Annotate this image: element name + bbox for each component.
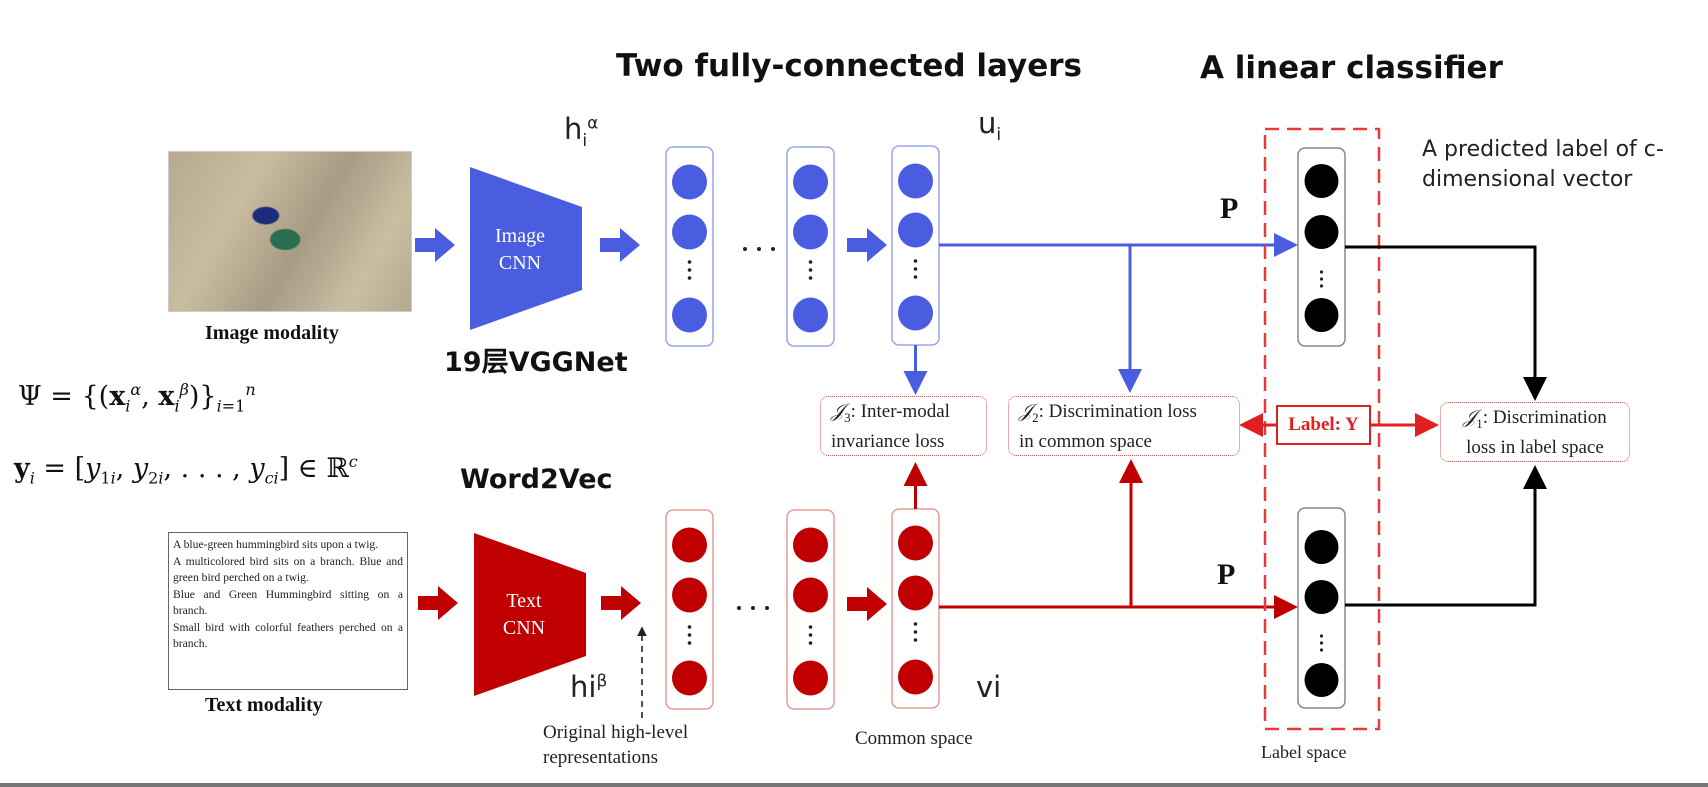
label-vector-formula: yi = [y1i, y2i, . . . , yci] ∈ ℝc <box>14 452 358 488</box>
projection-p-bottom: P <box>1217 558 1236 591</box>
image-cnn-line2: CNN <box>498 252 542 274</box>
h-alpha-sup: α <box>587 113 599 134</box>
fc-layer-2-text <box>786 509 835 710</box>
text-cnn-trapezoid <box>474 533 586 696</box>
bottom-border <box>0 783 1708 787</box>
sentence: Small bird with colorful feathers perche… <box>173 620 403 651</box>
fc-layers-title: Two fully-connected layers <box>616 48 1082 84</box>
original-representations-label: Original high-level representations <box>543 720 688 770</box>
predicted-label-line2: dimensional vector <box>1422 167 1633 192</box>
j3-symbol: 𝒥 <box>831 401 845 422</box>
text-cnn-line1: Text <box>506 590 542 612</box>
j3-line1: : Inter-modal <box>850 401 950 422</box>
j3-sub: 3 <box>844 409 851 425</box>
label-space <box>1239 127 1547 731</box>
j1-discrimination-label-loss: 𝒥1: Discrimination loss in label space <box>1440 402 1630 462</box>
j2-line1: : Discrimination loss <box>1038 401 1197 422</box>
sentence: A blue-green hummingbird sits upon a twi… <box>173 538 379 551</box>
predicted-label-line1: A predicted label of c- <box>1422 137 1664 162</box>
text-modality-caption: Text modality <box>205 694 323 716</box>
text-sentences-box: A blue-green hummingbird sits upon a twi… <box>168 532 408 690</box>
common-space-label: Common space <box>855 728 973 749</box>
j1-sub: 1 <box>1476 415 1483 431</box>
linear-classifier-title: A linear classifier <box>1200 50 1503 86</box>
v-i-label: vi <box>976 670 1002 704</box>
arrow-fc2-to-common <box>847 228 887 262</box>
image-cnn-label: Image CNN <box>490 223 550 277</box>
original-repr-line2: representations <box>543 747 659 768</box>
hummingbird-photo <box>168 151 412 312</box>
classifier-output-text <box>1297 507 1346 709</box>
arrow-bottom-output-to-j1 <box>1345 465 1547 607</box>
dataset-formula: Ψ = {(xiα, xiβ)}i=1n <box>18 380 256 416</box>
j2-sub: 2 <box>1032 409 1039 425</box>
word2vec-label: Word2Vec <box>460 464 613 495</box>
j3-line2: invariance loss <box>831 430 945 452</box>
j1-symbol: 𝒥 <box>1463 407 1477 428</box>
j1-line1: : Discrimination <box>1482 407 1607 428</box>
ellipsis-top <box>743 247 775 251</box>
text-cnn-line2: CNN <box>502 617 546 639</box>
j2-discrimination-common-loss: 𝒥2: Discrimination loss in common space <box>1008 396 1240 456</box>
common-layer-text <box>891 508 940 709</box>
ellipsis-bottom <box>737 606 769 610</box>
arrow-fc2-to-common-text <box>847 587 887 621</box>
h-alpha-base: h <box>564 112 583 146</box>
classifier-output-image <box>1297 147 1346 347</box>
j2-symbol: 𝒥 <box>1019 401 1033 422</box>
arrow-text-to-cnn <box>418 586 458 620</box>
j2-line2: in common space <box>1019 430 1152 452</box>
vggnet-label: 19层VGGNet <box>444 347 628 378</box>
arrow-top-output-to-j1 <box>1345 245 1547 401</box>
arrow-cnn-to-fc-text <box>601 586 641 620</box>
image-branch <box>415 145 1298 395</box>
image-cnn-line1: Image <box>495 225 545 247</box>
u-sub: i <box>996 124 1002 145</box>
h-alpha-sub: i <box>582 130 588 151</box>
arrow-cnn-to-fc <box>600 228 640 262</box>
h-beta-sup: β <box>596 671 608 692</box>
text-cnn-label: Text CNN <box>494 588 554 642</box>
text-branch <box>418 459 1298 718</box>
image-modality-caption: Image modality <box>205 322 339 344</box>
fc-layer-2 <box>786 146 835 347</box>
sentence: Blue and Green Hummingbird sitting on a … <box>173 587 403 618</box>
label-y-box: Label: Y <box>1276 405 1371 445</box>
label-space-label: Label space <box>1261 742 1347 762</box>
u-base: u <box>978 106 997 140</box>
j3-inter-modal-loss: 𝒥3: Inter-modal invariance loss <box>820 396 987 456</box>
fc-layer-1 <box>665 146 714 347</box>
original-repr-line1: Original high-level <box>543 722 689 743</box>
h-beta-label: hiβ <box>570 670 607 704</box>
j1-line2: loss in label space <box>1466 436 1604 458</box>
arrow-image-to-cnn <box>415 228 455 262</box>
h-beta-base: hi <box>570 670 597 704</box>
u-i-label: ui <box>978 106 1001 145</box>
h-alpha-label: hiα <box>564 112 598 151</box>
common-layer-image <box>891 145 940 346</box>
sentence: A multicolored bird sits on a branch. Bl… <box>173 554 403 585</box>
fc-layer-1-text <box>665 509 714 710</box>
predicted-label-note: A predicted label of c- dimensional vect… <box>1422 135 1664 195</box>
image-cnn-trapezoid <box>470 167 582 330</box>
projection-p-top: P <box>1220 192 1239 225</box>
label-space-dashed-box <box>1263 127 1381 731</box>
